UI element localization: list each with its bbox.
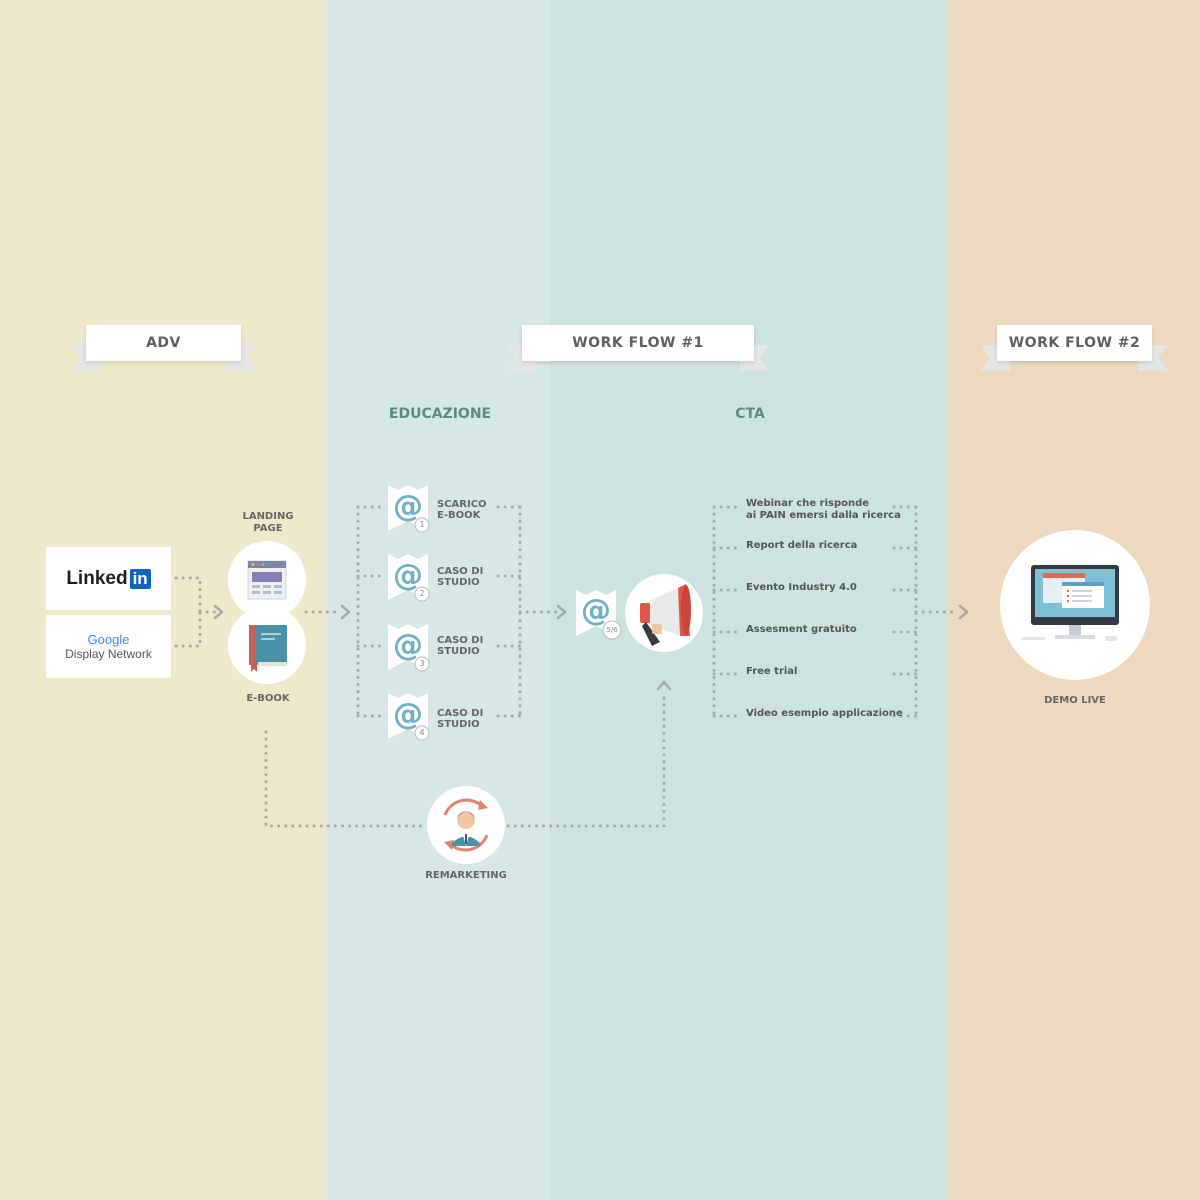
- cta-column: [550, 0, 948, 1200]
- ribbon-workflow1-shape: [506, 325, 770, 371]
- linkedin-logo: Linked in: [46, 547, 171, 610]
- svg-text:@: @: [581, 593, 611, 628]
- ribbon-adv: ADV: [146, 335, 181, 351]
- display-network-text: Display Network: [65, 646, 152, 661]
- email-icon-1: @: [388, 485, 430, 533]
- email-icon-cta: @: [576, 590, 622, 640]
- cta-item-report: Report della ricerca: [746, 540, 858, 551]
- email-number-4: 4: [419, 728, 425, 737]
- svg-text:@: @: [393, 697, 423, 732]
- cta-item-assesment: Assesment gratuito: [746, 624, 857, 635]
- arrow-to-emails: [340, 604, 351, 620]
- landing-page-icon: [228, 541, 306, 619]
- ebook-icon: [228, 606, 306, 684]
- email-icon-3: @: [388, 624, 430, 672]
- google-wordmark: Google: [87, 631, 130, 647]
- email-number-cta: 5/6: [606, 626, 618, 634]
- landing-page-label: LANDING PAGE: [242, 511, 294, 534]
- arrow-to-cta-email: [556, 604, 567, 620]
- ebook-label: E-BOOK: [246, 693, 290, 704]
- cta-item-video: Video esempio applicazione: [746, 708, 903, 719]
- google-display-network-logo: Google Display Network: [46, 615, 171, 678]
- linkedin-in-badge: in: [129, 568, 151, 589]
- arrow-to-demo: [958, 604, 969, 620]
- ribbon-adv-shape: [70, 325, 256, 371]
- svg-text:@: @: [393, 489, 423, 524]
- demo-live-label: DEMO LIVE: [1044, 695, 1106, 706]
- demo-monitor-icon: [1000, 530, 1150, 680]
- email-number-3: 3: [419, 659, 425, 668]
- cta-item-free-trial: Free trial: [746, 666, 798, 677]
- connector-linkedin: [174, 576, 202, 614]
- educazione-column: [328, 0, 550, 1200]
- cta-item-evento: Evento Industry 4.0: [746, 582, 857, 593]
- arrow-to-landing: [213, 604, 224, 620]
- email-number-2: 2: [419, 589, 425, 598]
- connector-ebook-to-remarketing: [264, 730, 424, 828]
- ribbon-workflow1: WORK FLOW #1: [572, 335, 704, 351]
- svg-text:@: @: [393, 628, 423, 663]
- remarketing-icon: [427, 786, 505, 864]
- svg-text:@: @: [393, 558, 423, 593]
- email-number-1: 1: [419, 520, 425, 529]
- connector-google: [174, 610, 202, 648]
- email-icon-4: @: [388, 693, 430, 741]
- section-title-educazione: EDUCAZIONE: [388, 406, 492, 422]
- linkedin-wordmark: Linked in: [66, 568, 151, 590]
- email-icon-2: @: [388, 554, 430, 602]
- section-title-cta: CTA: [735, 406, 765, 422]
- remarketing-label: REMARKETING: [425, 870, 507, 881]
- arrow-up-to-cta: [656, 680, 672, 691]
- connector-remarketing-to-cta: [506, 690, 666, 828]
- cta-item-webinar: Webinar che risponde ai PAIN emersi dall…: [746, 498, 901, 521]
- megaphone-icon: [625, 574, 703, 652]
- ribbon-workflow2: WORK FLOW #2: [1008, 335, 1141, 351]
- ribbon-workflow2-shape: [980, 325, 1168, 371]
